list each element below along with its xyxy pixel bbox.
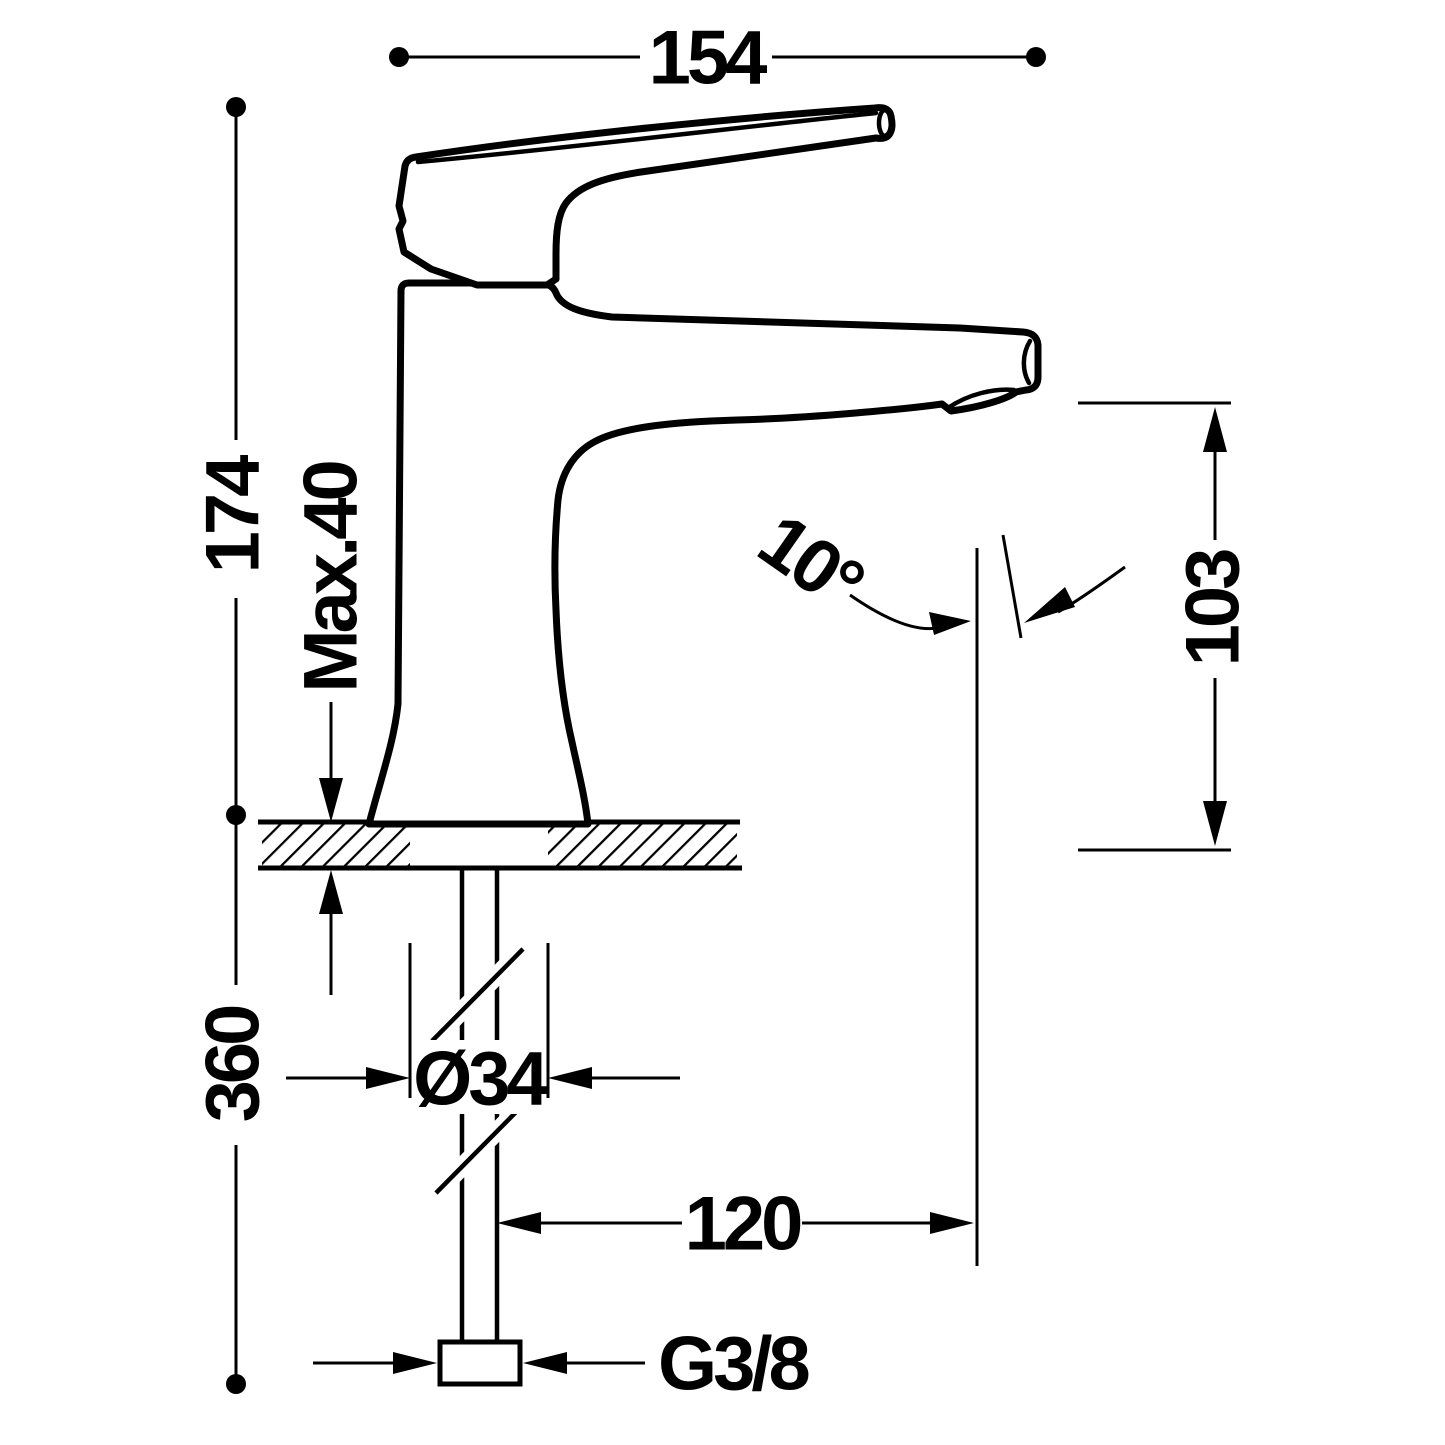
thread-connector	[437, 1339, 523, 1387]
arrowhead-up	[1203, 407, 1227, 452]
arrowhead-left	[523, 1352, 567, 1374]
dim-label-120: 120	[685, 1182, 802, 1267]
handle-top-face-line	[415, 110, 879, 165]
dim-ball	[226, 97, 246, 117]
spout-outlet-crease	[945, 387, 1017, 411]
dim-total-height: 174	[191, 97, 276, 825]
tilted-reference-line	[1001, 534, 1023, 639]
deck-hatch-right	[548, 824, 737, 866]
arrowhead-left	[1024, 587, 1075, 623]
dim-spout-reach-overall: 154	[389, 16, 1046, 101]
faucet-handle	[395, 104, 896, 289]
dim-spout-height: 103	[1078, 401, 1256, 852]
hose-break-mark-lower	[429, 1098, 530, 1200]
dim-label-o34: Ø34	[413, 1037, 548, 1122]
arrowhead-left	[497, 1212, 541, 1234]
arrowhead-right	[930, 1212, 974, 1234]
handle-tip-cap	[876, 107, 894, 139]
arrowhead-right	[393, 1352, 437, 1374]
dim-hose-length: 360	[191, 815, 276, 1394]
dim-body-diameter: Ø34	[286, 943, 680, 1122]
dim-ball	[1026, 47, 1046, 67]
arrowhead-right	[929, 612, 971, 635]
arrowhead-down	[319, 778, 343, 822]
dim-label-360: 360	[191, 1006, 276, 1123]
dim-label-103: 103	[1171, 550, 1256, 667]
arrowhead-left	[548, 1067, 592, 1089]
dim-ball	[226, 1374, 246, 1394]
dim-label-g38: G3/8	[658, 1322, 808, 1407]
arrowhead-right	[366, 1067, 410, 1089]
dim-label-max40: Max.40	[289, 462, 374, 693]
deck-hatch-left	[262, 824, 410, 866]
dim-label-174: 174	[191, 455, 276, 574]
dim-max-deck-thickness: Max.40	[289, 462, 374, 995]
spout-tip-inner-arc	[1021, 338, 1033, 386]
arrowhead-down	[1203, 801, 1227, 846]
arrowhead-up	[319, 870, 343, 914]
dim-label-154: 154	[649, 16, 768, 101]
dim-thread-size: G3/8	[313, 1322, 812, 1407]
label-backing	[413, 1040, 545, 1114]
hose-break-mark-upper	[425, 942, 530, 1048]
dim-spout-projection: 120	[497, 1182, 974, 1267]
mounting-deck	[258, 819, 742, 871]
dim-ball	[389, 47, 409, 67]
